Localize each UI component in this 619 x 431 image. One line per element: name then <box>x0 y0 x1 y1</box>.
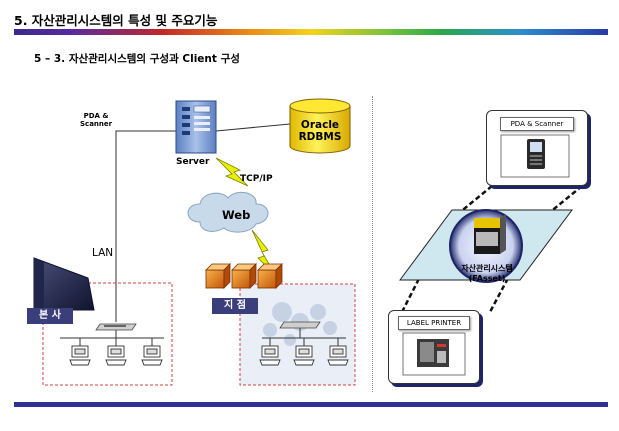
computer-icon <box>327 345 349 366</box>
server-to-db-line <box>215 123 291 132</box>
computer-icon <box>141 345 163 366</box>
headquarters-tag: 본 사 <box>27 308 73 324</box>
page-title: 5. 자산관리시스템의 특성 및 주요기능 <box>14 13 218 28</box>
hub-icon <box>95 323 137 331</box>
cloud-icon <box>187 191 269 233</box>
lan-label: LAN <box>92 247 114 259</box>
server-icon <box>175 100 217 154</box>
computer-icon <box>105 345 127 366</box>
branch-tag: 지 점 <box>212 298 258 314</box>
pda-device-icon <box>500 134 570 178</box>
web-label: Web <box>222 208 251 222</box>
fasset-product-label: 자산관리시스템 (FAsset) <box>461 264 513 283</box>
computer-icon <box>259 345 281 366</box>
branch-network-area <box>239 283 356 386</box>
pda-scanner-card-title: PDA & Scanner <box>500 117 574 131</box>
server-label: Server <box>176 157 210 167</box>
branch-lan-lines <box>262 328 346 346</box>
section-divider <box>372 96 373 392</box>
section-subtitle: 5 – 3. 자산관리시스템의 구성과 Client 구성 <box>34 53 240 65</box>
label-printer-card-title: LABEL PRINTER <box>398 316 470 330</box>
pda-scanner-label: PDA & Scanner <box>80 112 113 128</box>
hq-lan-lines <box>60 330 164 346</box>
cube-icon <box>257 263 283 289</box>
hub-icon <box>279 321 321 329</box>
database-icon <box>289 98 351 154</box>
tcp-ip-label: TCP/IP <box>240 174 273 184</box>
hq-network-area <box>42 282 173 386</box>
title-underline-bar <box>14 29 608 35</box>
software-box-icon <box>449 209 523 283</box>
computer-icon <box>293 345 315 366</box>
building-icon <box>33 257 95 311</box>
cube-icon <box>205 263 231 289</box>
cube-icon <box>231 263 257 289</box>
connection-lines <box>115 123 291 322</box>
label-printer-icon <box>402 332 466 376</box>
footer-bar <box>14 402 608 407</box>
oracle-rdbms-label: Oracle RDBMS <box>298 119 342 143</box>
computer-icon <box>69 345 91 366</box>
server-to-lan-line <box>115 130 176 322</box>
